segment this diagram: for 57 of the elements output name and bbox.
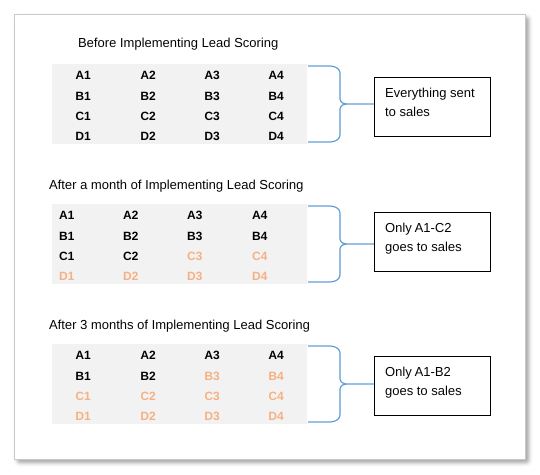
lead-code: A4: [252, 207, 268, 223]
lead-code: B3: [187, 228, 202, 244]
lead-code: D1: [75, 408, 91, 424]
lead-code: A3: [187, 207, 202, 223]
lead-code: D2: [140, 408, 156, 424]
lead-code: A2: [123, 207, 138, 223]
lead-code: A4: [268, 347, 284, 363]
curly-brace: [307, 345, 375, 423]
lead-code: D1: [59, 268, 74, 284]
lead-code: B4: [268, 368, 284, 384]
lead-code: A2: [140, 347, 156, 363]
lead-code: D3: [204, 128, 220, 144]
lead-code: A1: [75, 67, 91, 83]
curly-brace: [307, 205, 375, 283]
lead-code: A1: [59, 207, 74, 223]
lead-code: D2: [123, 268, 138, 284]
lead-code: D3: [204, 408, 220, 424]
curly-brace: [307, 65, 375, 143]
lead-code: C1: [59, 248, 74, 264]
lead-code: D4: [252, 268, 268, 284]
lead-code: C2: [140, 108, 156, 124]
lead-code: B1: [75, 368, 91, 384]
lead-code: A3: [204, 347, 220, 363]
text-box: Only A1-B2 goes to sales: [374, 356, 491, 416]
lead-code: B1: [75, 88, 91, 104]
lead-code: D4: [268, 128, 284, 144]
lead-code: D2: [140, 128, 156, 144]
lead-code: A3: [204, 67, 220, 83]
lead-code: A2: [140, 67, 156, 83]
lead-code: A4: [268, 67, 284, 83]
lead-code: C1: [75, 388, 91, 404]
lead-code: B3: [204, 88, 220, 104]
lead-code: B3: [204, 368, 220, 384]
lead-code: D3: [187, 268, 202, 284]
lead-code: C2: [123, 248, 138, 264]
lead-code: B2: [140, 368, 156, 384]
lead-code: D4: [268, 408, 284, 424]
lead-code: C3: [187, 248, 202, 264]
lead-code: B2: [123, 228, 138, 244]
lead-code: B2: [140, 88, 156, 104]
lead-code: C1: [75, 108, 91, 124]
text-box: Everything sent to sales: [374, 77, 491, 137]
section-heading: After a month of Implementing Lead Scoring: [49, 176, 304, 194]
lead-code: C3: [204, 108, 220, 124]
lead-code: B4: [268, 88, 284, 104]
section-heading: Before Implementing Lead Scoring: [78, 34, 278, 52]
lead-code: C4: [252, 248, 268, 264]
text-box: Only A1-C2 goes to sales: [374, 212, 491, 272]
lead-code: C3: [204, 388, 220, 404]
lead-code: C4: [268, 388, 284, 404]
lead-code: A1: [75, 347, 91, 363]
lead-code: C4: [268, 108, 284, 124]
lead-code: B1: [59, 228, 74, 244]
lead-code: D1: [75, 128, 91, 144]
lead-code: B4: [252, 228, 268, 244]
lead-code: C2: [140, 388, 156, 404]
section-heading: After 3 months of Implementing Lead Scoring: [49, 316, 310, 334]
